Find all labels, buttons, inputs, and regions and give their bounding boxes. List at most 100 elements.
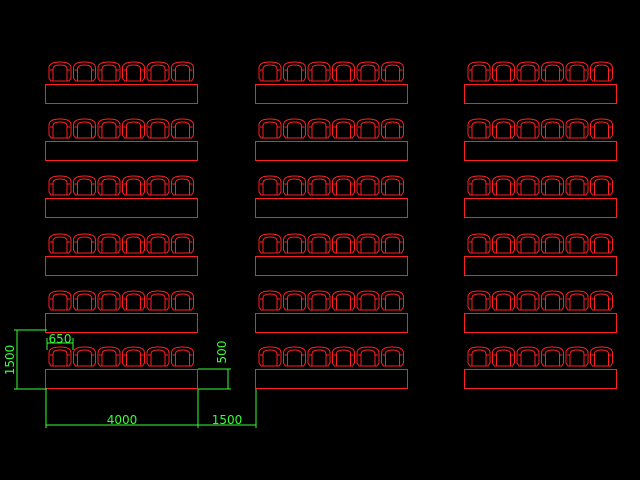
- seat-row: [464, 118, 617, 161]
- desk: [464, 84, 617, 104]
- seat-icon: [48, 61, 72, 82]
- aisle-width-dimension: 1500: [198, 389, 257, 428]
- seat-block: [45, 61, 198, 389]
- seat-icon: [467, 233, 491, 254]
- seat-icon: [307, 233, 331, 254]
- seat-icon: [307, 175, 331, 196]
- seat-icon: [73, 118, 96, 139]
- seat-icon: [492, 290, 515, 311]
- desk: [255, 256, 408, 276]
- seat-icon: [73, 290, 96, 311]
- seat-icon: [73, 61, 96, 82]
- desk-depth-label: 500: [215, 341, 229, 364]
- seat-icon: [307, 290, 331, 311]
- seat-icon: [122, 61, 145, 82]
- desk: [464, 141, 617, 161]
- seat-icon: [73, 233, 96, 254]
- seat-icon: [97, 118, 121, 139]
- seat-icon: [171, 175, 194, 196]
- seat-row: [45, 175, 198, 218]
- seat-icon: [122, 175, 145, 196]
- desk: [464, 198, 617, 218]
- seating-layer: [45, 61, 617, 389]
- seat-icon: [122, 346, 145, 367]
- desk: [255, 198, 408, 218]
- seat-icon: [516, 233, 540, 254]
- seat-row: [255, 233, 408, 276]
- seat-icon: [258, 346, 282, 367]
- desk: [45, 141, 198, 161]
- seat-icon: [258, 175, 282, 196]
- seat-icon: [97, 61, 121, 82]
- seat-icon: [590, 118, 613, 139]
- desk: [464, 256, 617, 276]
- row-depth-label: 1500: [3, 345, 17, 376]
- seat-icon: [97, 346, 121, 367]
- seat-icon: [492, 175, 515, 196]
- seat-icon: [467, 118, 491, 139]
- seat-icon: [492, 61, 515, 82]
- desk: [45, 84, 198, 104]
- seat-icon: [146, 233, 170, 254]
- seat-icon: [307, 118, 331, 139]
- seat-icon: [541, 346, 564, 367]
- seat-icon: [146, 61, 170, 82]
- seat-icon: [590, 346, 613, 367]
- seat-icon: [283, 346, 306, 367]
- seat-row: [45, 346, 198, 389]
- seat-icon: [332, 118, 355, 139]
- desk: [45, 313, 198, 333]
- seat-icon: [283, 175, 306, 196]
- seat-icon: [73, 346, 96, 367]
- seat-row: [45, 290, 198, 333]
- seat-icon: [467, 61, 491, 82]
- seat-icon: [356, 290, 380, 311]
- seat-icon: [97, 290, 121, 311]
- seat-icon: [565, 290, 589, 311]
- seat-icon: [356, 175, 380, 196]
- seat-icon: [171, 118, 194, 139]
- desk-length-label: 4000: [107, 413, 138, 427]
- seat-icon: [48, 233, 72, 254]
- seat-icon: [307, 61, 331, 82]
- desk: [464, 313, 617, 333]
- seat-icon: [381, 175, 404, 196]
- seat-icon: [258, 233, 282, 254]
- seat-icon: [541, 233, 564, 254]
- seat-icon: [492, 346, 515, 367]
- seat-icon: [356, 118, 380, 139]
- seat-icon: [171, 290, 194, 311]
- seat-width-label: 650: [49, 332, 72, 346]
- seat-icon: [565, 346, 589, 367]
- seat-row: [464, 346, 617, 389]
- desk: [255, 313, 408, 333]
- seat-icon: [467, 290, 491, 311]
- desk: [464, 369, 617, 389]
- seat-icon: [332, 346, 355, 367]
- seat-icon: [356, 233, 380, 254]
- desk: [255, 369, 408, 389]
- seat-icon: [258, 61, 282, 82]
- desk: [45, 198, 198, 218]
- seat-icon: [541, 61, 564, 82]
- seat-row: [464, 175, 617, 218]
- seat-icon: [516, 346, 540, 367]
- desk: [45, 369, 198, 389]
- seat-icon: [122, 233, 145, 254]
- seat-icon: [258, 118, 282, 139]
- seat-block: [255, 61, 408, 389]
- seat-icon: [146, 118, 170, 139]
- seat-icon: [146, 175, 170, 196]
- seat-icon: [171, 61, 194, 82]
- seat-icon: [122, 118, 145, 139]
- desk: [255, 141, 408, 161]
- seat-icon: [48, 346, 72, 367]
- seat-icon: [492, 118, 515, 139]
- desk: [45, 256, 198, 276]
- seat-row: [464, 233, 617, 276]
- seat-icon: [516, 175, 540, 196]
- seat-icon: [541, 175, 564, 196]
- seat-icon: [48, 290, 72, 311]
- dimension-layer: 650 1500 500 4000 1500: [3, 329, 257, 428]
